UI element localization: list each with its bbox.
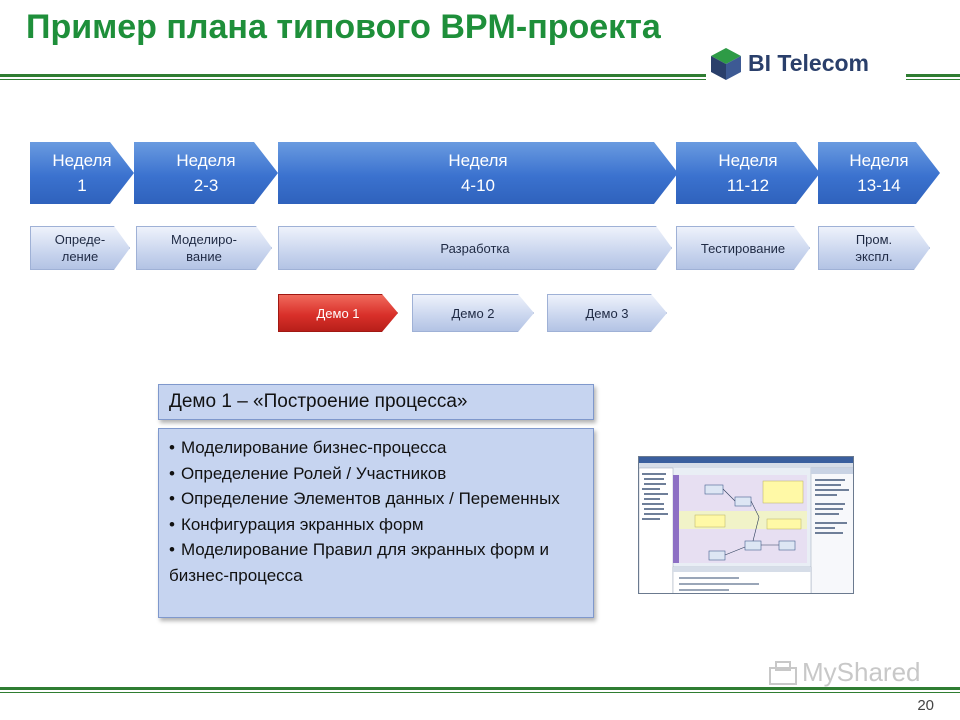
- demo-heading: Демо 1 – «Построение процесса»: [158, 384, 594, 420]
- screenshot-image: [639, 457, 853, 593]
- week-chevron-1: Неделя 1: [30, 142, 134, 204]
- company-logo: BI Telecom: [706, 44, 906, 84]
- demo-item: Определение Ролей / Участников: [169, 461, 583, 487]
- watermark: MyShared: [768, 657, 921, 688]
- week-chevron-3: Неделя 4-10: [278, 142, 678, 204]
- cube-logo-icon: [711, 48, 741, 80]
- logo-text: BI Telecom: [748, 50, 869, 76]
- phase-development: Разработка: [278, 226, 672, 270]
- watermark-text: MyShared: [802, 657, 921, 687]
- watermark-logo-icon: [769, 660, 797, 685]
- demo-item: Моделирование бизнес-процесса: [169, 435, 583, 461]
- bottom-divider-thin: [0, 692, 960, 693]
- top-divider-thin: [0, 79, 960, 80]
- page-number: 20: [917, 697, 934, 714]
- phase-production: Пром. экспл.: [818, 226, 930, 270]
- demo-items-box: Моделирование бизнес-процесса Определени…: [158, 428, 594, 618]
- slide-title: Пример плана типового BPM-проекта: [26, 8, 661, 46]
- top-divider: [0, 74, 960, 77]
- phase-definition: Опреде- ление: [30, 226, 130, 270]
- week-chevron-4: Неделя 11-12: [676, 142, 820, 204]
- demo-item: Моделирование Правил для экранных форм и…: [169, 537, 583, 588]
- demo-1-chevron: Демо 1: [278, 294, 398, 332]
- demo-3-chevron: Демо 3: [547, 294, 667, 332]
- demo-item: Конфигурация экранных форм: [169, 512, 583, 538]
- demo-2-chevron: Демо 2: [412, 294, 534, 332]
- process-modeler-screenshot: [638, 456, 854, 594]
- demo-item: Определение Элементов данных / Переменны…: [169, 486, 583, 512]
- phase-modeling: Моделиро- вание: [136, 226, 272, 270]
- phase-testing: Тестирование: [676, 226, 810, 270]
- bottom-divider: [0, 687, 960, 690]
- week-chevron-2: Неделя 2-3: [134, 142, 278, 204]
- week-chevron-5: Неделя 13-14: [818, 142, 940, 204]
